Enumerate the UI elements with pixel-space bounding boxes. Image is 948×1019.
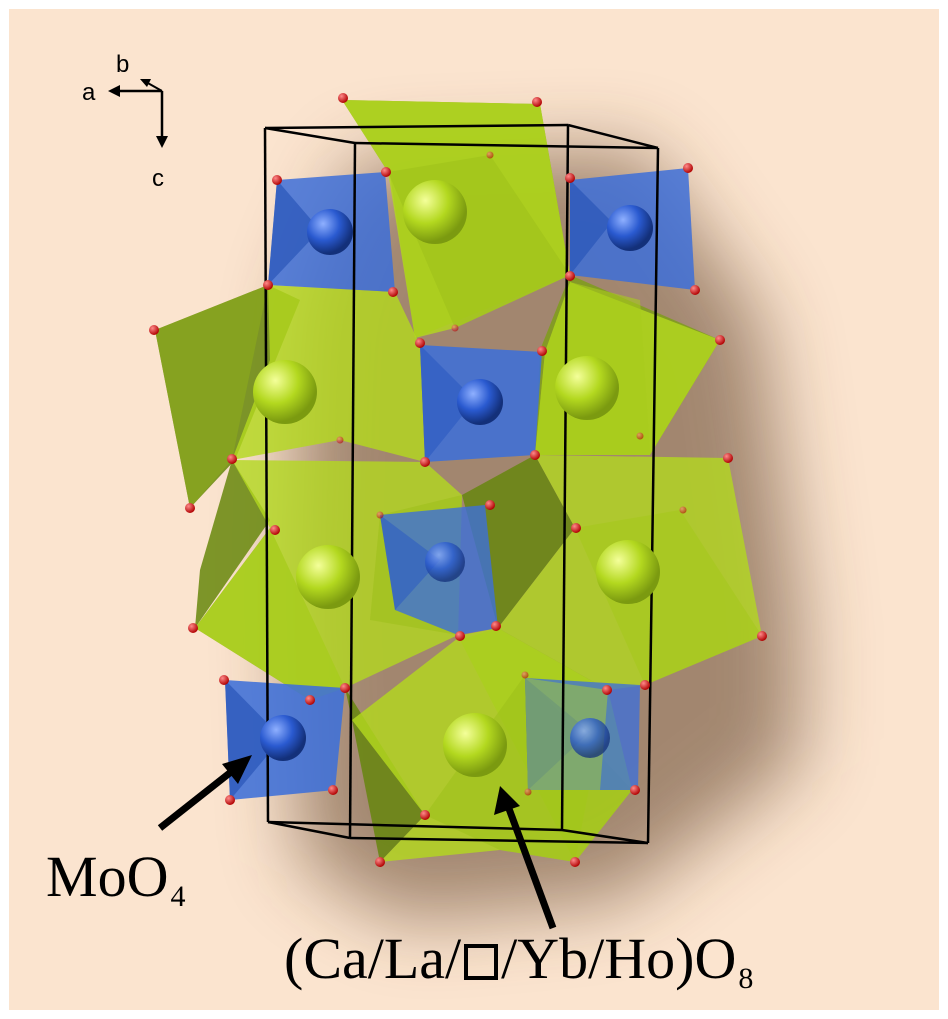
moo4-arrow [157, 765, 239, 831]
cation-atom [403, 180, 467, 244]
cation-atoms [253, 180, 660, 777]
mo-atoms [260, 205, 653, 761]
moo4-label: MoO4 [46, 848, 185, 912]
dodecahedron-label: (Ca/La//Yb/Ho)O8 [284, 930, 753, 994]
moo4-label-text: MoO [46, 844, 169, 909]
axis-label-a: a [82, 79, 96, 106]
mo-atom [607, 205, 653, 251]
axis-indicator: a b c [82, 51, 168, 192]
dodecahedron-label-subscript: 8 [738, 962, 754, 995]
tetrahedra-layer [225, 168, 695, 800]
cation-atom [296, 545, 360, 609]
oxygen-atoms [149, 93, 767, 867]
moo4-label-subscript: 4 [170, 880, 186, 913]
cation-atom [555, 356, 619, 420]
mo-atom [425, 542, 465, 582]
cation-atom [443, 713, 507, 777]
mo-atom [570, 718, 610, 758]
axis-label-c: c [152, 165, 164, 192]
mo-atom [307, 209, 353, 255]
dodecahedron-arrow [504, 804, 557, 930]
cation-atom [596, 540, 660, 604]
dodecahedron-label-before: (Ca/La/ [284, 926, 462, 991]
mo-atom [260, 715, 306, 761]
axis-label-b: b [116, 51, 129, 78]
pointer-arrows [157, 755, 557, 930]
dodecahedron-label-after: /Yb/Ho)O [501, 926, 737, 991]
mo-atom [457, 379, 503, 425]
cation-atom [253, 360, 317, 424]
vacancy-square-icon [464, 944, 499, 980]
